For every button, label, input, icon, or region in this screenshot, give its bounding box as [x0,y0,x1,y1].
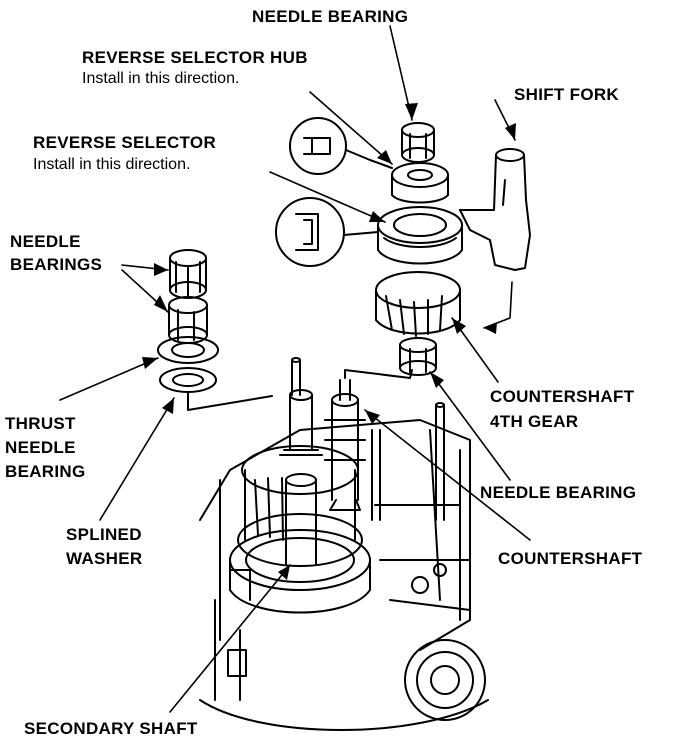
label-splined-line2: WASHER [66,549,143,568]
label-reverse-selector-note: Install in this direction. [33,156,191,173]
arrowheads [142,103,516,580]
label-thrust-line2: NEEDLE [5,438,76,457]
label-needle-bearing-mid: NEEDLE BEARING [480,483,637,502]
secondary-shaft [279,357,323,566]
shift-rod [371,402,461,521]
label-reverse-selector-hub-note: Install in this direction. [82,70,240,87]
hub-detail-circle [289,117,393,175]
leader-lines [59,25,531,713]
label-splined-line1: SPLINED [66,525,142,544]
right-gear-stack [375,122,463,376]
label-reverse-selector-hub: REVERSE SELECTOR HUB [82,48,308,67]
label-thrust-line1: THRUST [5,414,76,433]
label-reverse-selector: REVERSE SELECTOR [33,133,217,152]
label-needle-bearings-line1: NEEDLE [10,232,81,251]
label-thrust-line3: BEARING [5,462,86,481]
label-shift-fork: SHIFT FORK [514,85,619,104]
transmission-case [199,419,489,731]
selector-detail-circle [275,197,379,267]
label-countershaft-4th-line1: COUNTERSHAFT [490,387,635,406]
left-bearing-stack [157,249,273,411]
shift-fork-shape [459,148,531,271]
secondary-shaft-bearing [229,445,371,614]
label-needle-bearings-line2: BEARINGS [10,255,103,274]
label-countershaft: COUNTERSHAFT [498,549,643,568]
label-needle-bearing-top: NEEDLE BEARING [252,7,409,26]
label-secondary-shaft: SECONDARY SHAFT [24,719,198,738]
label-countershaft-4th-line2: 4TH GEAR [490,412,579,431]
